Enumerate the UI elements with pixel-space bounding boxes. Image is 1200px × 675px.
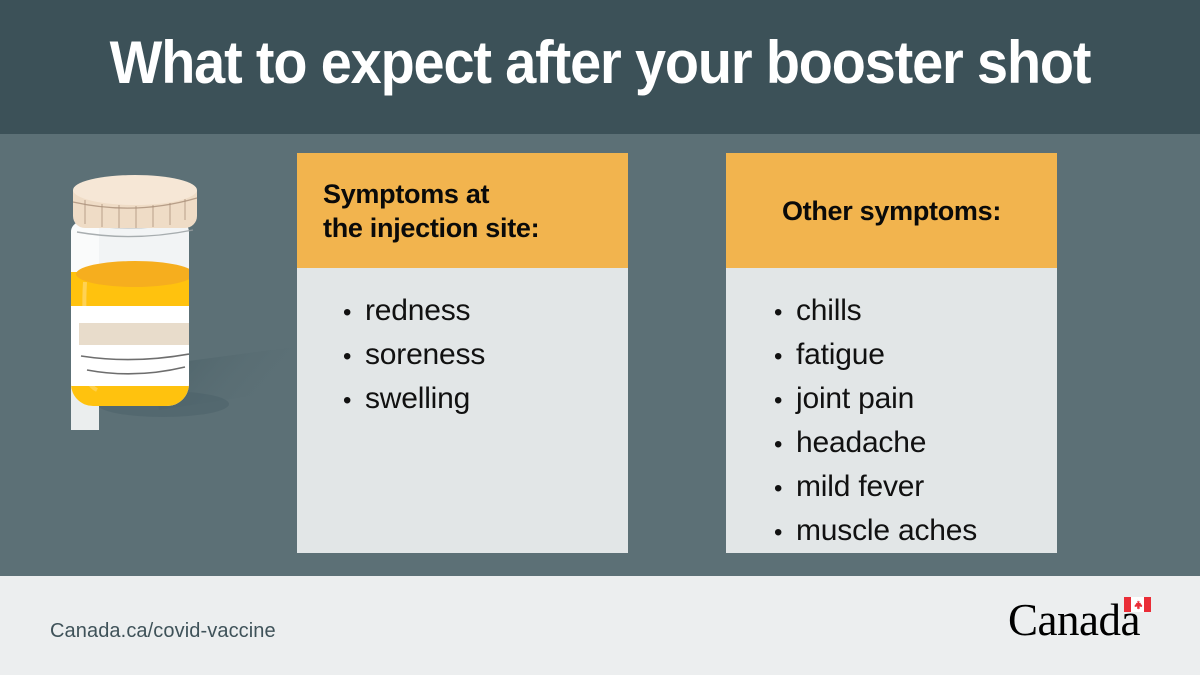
canada-flag-icon xyxy=(1124,597,1151,612)
list-item: • soreness xyxy=(297,334,628,378)
footer-url[interactable]: Canada.ca/covid-vaccine xyxy=(50,620,276,642)
vaccine-vial-icon xyxy=(71,175,305,446)
list-item-label: mild fever xyxy=(796,470,925,503)
list-item-label: fatigue xyxy=(796,338,885,371)
card-heading: Other symptoms: xyxy=(781,195,1002,226)
bullet-icon: • xyxy=(774,299,783,326)
list-item-label: redness xyxy=(365,294,471,327)
list-item: • joint pain xyxy=(726,378,1057,422)
bullet-icon: • xyxy=(774,387,783,414)
list-item-label: chills xyxy=(796,294,862,327)
list-item-label: soreness xyxy=(365,338,486,371)
canada-wordmark: Canada xyxy=(1008,596,1156,644)
list-item: • swelling xyxy=(297,378,628,422)
card-other-symptoms: Other symptoms: • chills • fatigue • joi… xyxy=(726,153,1057,553)
card-body-other-symptoms: • chills • fatigue • joint pain • headac… xyxy=(726,268,1057,554)
card-body-injection-site: • redness • soreness • swelling xyxy=(297,268,628,422)
bullet-icon: • xyxy=(343,343,352,370)
symptom-list-other: • chills • fatigue • joint pain • headac… xyxy=(726,290,1057,554)
bullet-icon: • xyxy=(774,343,783,370)
card-injection-site: Symptoms at the injection site: • rednes… xyxy=(297,153,628,553)
bullet-icon: • xyxy=(343,299,352,326)
list-item-label: joint pain xyxy=(796,382,915,415)
list-item: • muscle aches xyxy=(726,510,1057,554)
bullet-icon: • xyxy=(343,387,352,414)
list-item: • redness xyxy=(297,290,628,334)
page-title: What to expect after your booster shot xyxy=(109,29,1092,96)
list-item-label: swelling xyxy=(365,382,471,415)
card-header-other-symptoms: Other symptoms: xyxy=(726,153,1057,268)
list-item: • fatigue xyxy=(726,334,1057,378)
list-item: • mild fever xyxy=(726,466,1057,510)
list-item-label: headache xyxy=(796,426,927,459)
card-heading: Symptoms at the injection site: xyxy=(323,178,540,243)
list-item: • chills xyxy=(726,290,1057,334)
symptom-list-injection-site: • redness • soreness • swelling xyxy=(297,290,628,422)
vaccine-vial-illustration xyxy=(55,160,305,446)
list-item: • headache xyxy=(726,422,1057,466)
footer-band xyxy=(0,576,1200,675)
bullet-icon: • xyxy=(774,519,783,546)
card-header-injection-site: Symptoms at the injection site: xyxy=(297,153,628,268)
bullet-icon: • xyxy=(774,431,783,458)
bullet-icon: • xyxy=(774,475,783,502)
list-item-label: muscle aches xyxy=(796,514,978,547)
wordmark-text: Canada xyxy=(1008,595,1140,645)
header-band: What to expect after your booster shot xyxy=(0,0,1200,134)
